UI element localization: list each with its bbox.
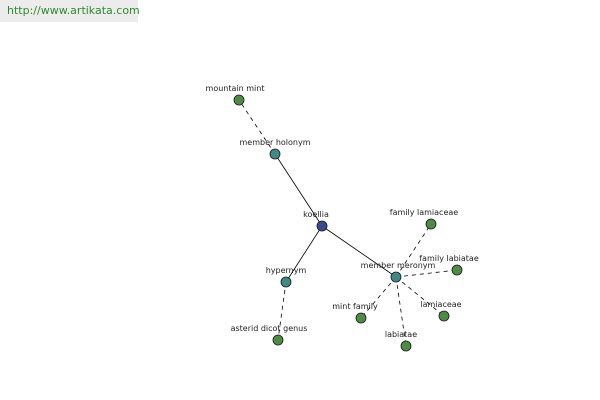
node-asterid-dicot-genus[interactable] xyxy=(272,334,284,346)
node-lamiaceae[interactable] xyxy=(438,310,450,322)
label-asterid-dicot-genus: asterid dicot genus xyxy=(231,324,308,333)
node-hypernym[interactable] xyxy=(280,276,292,288)
node-mountain-mint[interactable] xyxy=(233,94,245,106)
edge-member-meronym-lamiaceae xyxy=(395,276,445,317)
label-member-meronym: member meronym xyxy=(361,261,436,270)
node-member-holonym[interactable] xyxy=(269,148,281,160)
node-family-lamiaceae[interactable] xyxy=(425,218,437,230)
node-mint-family[interactable] xyxy=(355,312,367,324)
edge-member-meronym-family-labiatae xyxy=(395,269,458,278)
edge-koellia-member-holonym xyxy=(274,153,323,227)
label-koellia: koellia xyxy=(303,210,329,219)
label-lamiaceae: lamiaceae xyxy=(420,300,461,309)
watermark-link[interactable]: http://www.artikata.com xyxy=(0,0,140,22)
node-family-labiatae[interactable] xyxy=(451,264,463,276)
node-labiatae[interactable] xyxy=(400,340,412,352)
label-labiatae: labiatae xyxy=(385,330,417,339)
edge-koellia-hypernym xyxy=(285,225,323,283)
node-member-meronym[interactable] xyxy=(390,271,402,283)
edge-member-meronym-family-lamiaceae xyxy=(395,223,432,278)
node-koellia[interactable] xyxy=(316,220,328,232)
label-family-lamiaceae: family lamiaceae xyxy=(390,208,459,217)
edge-member-meronym-labiatae xyxy=(395,276,407,347)
edge-member-holonym-mountain-mint xyxy=(238,99,276,155)
edge-hypernym-asterid-dicot-genus xyxy=(277,281,287,341)
edge-member-meronym-mint-family xyxy=(360,276,397,319)
edge-koellia-member-meronym xyxy=(321,225,397,278)
label-mountain-mint: mountain mint xyxy=(206,84,265,93)
label-hypernym: hypernym xyxy=(266,266,307,275)
label-family-labiatae: family labiatae xyxy=(419,254,479,263)
label-member-holonym: member holonym xyxy=(239,138,310,147)
label-mint-family: mint family xyxy=(332,302,378,311)
